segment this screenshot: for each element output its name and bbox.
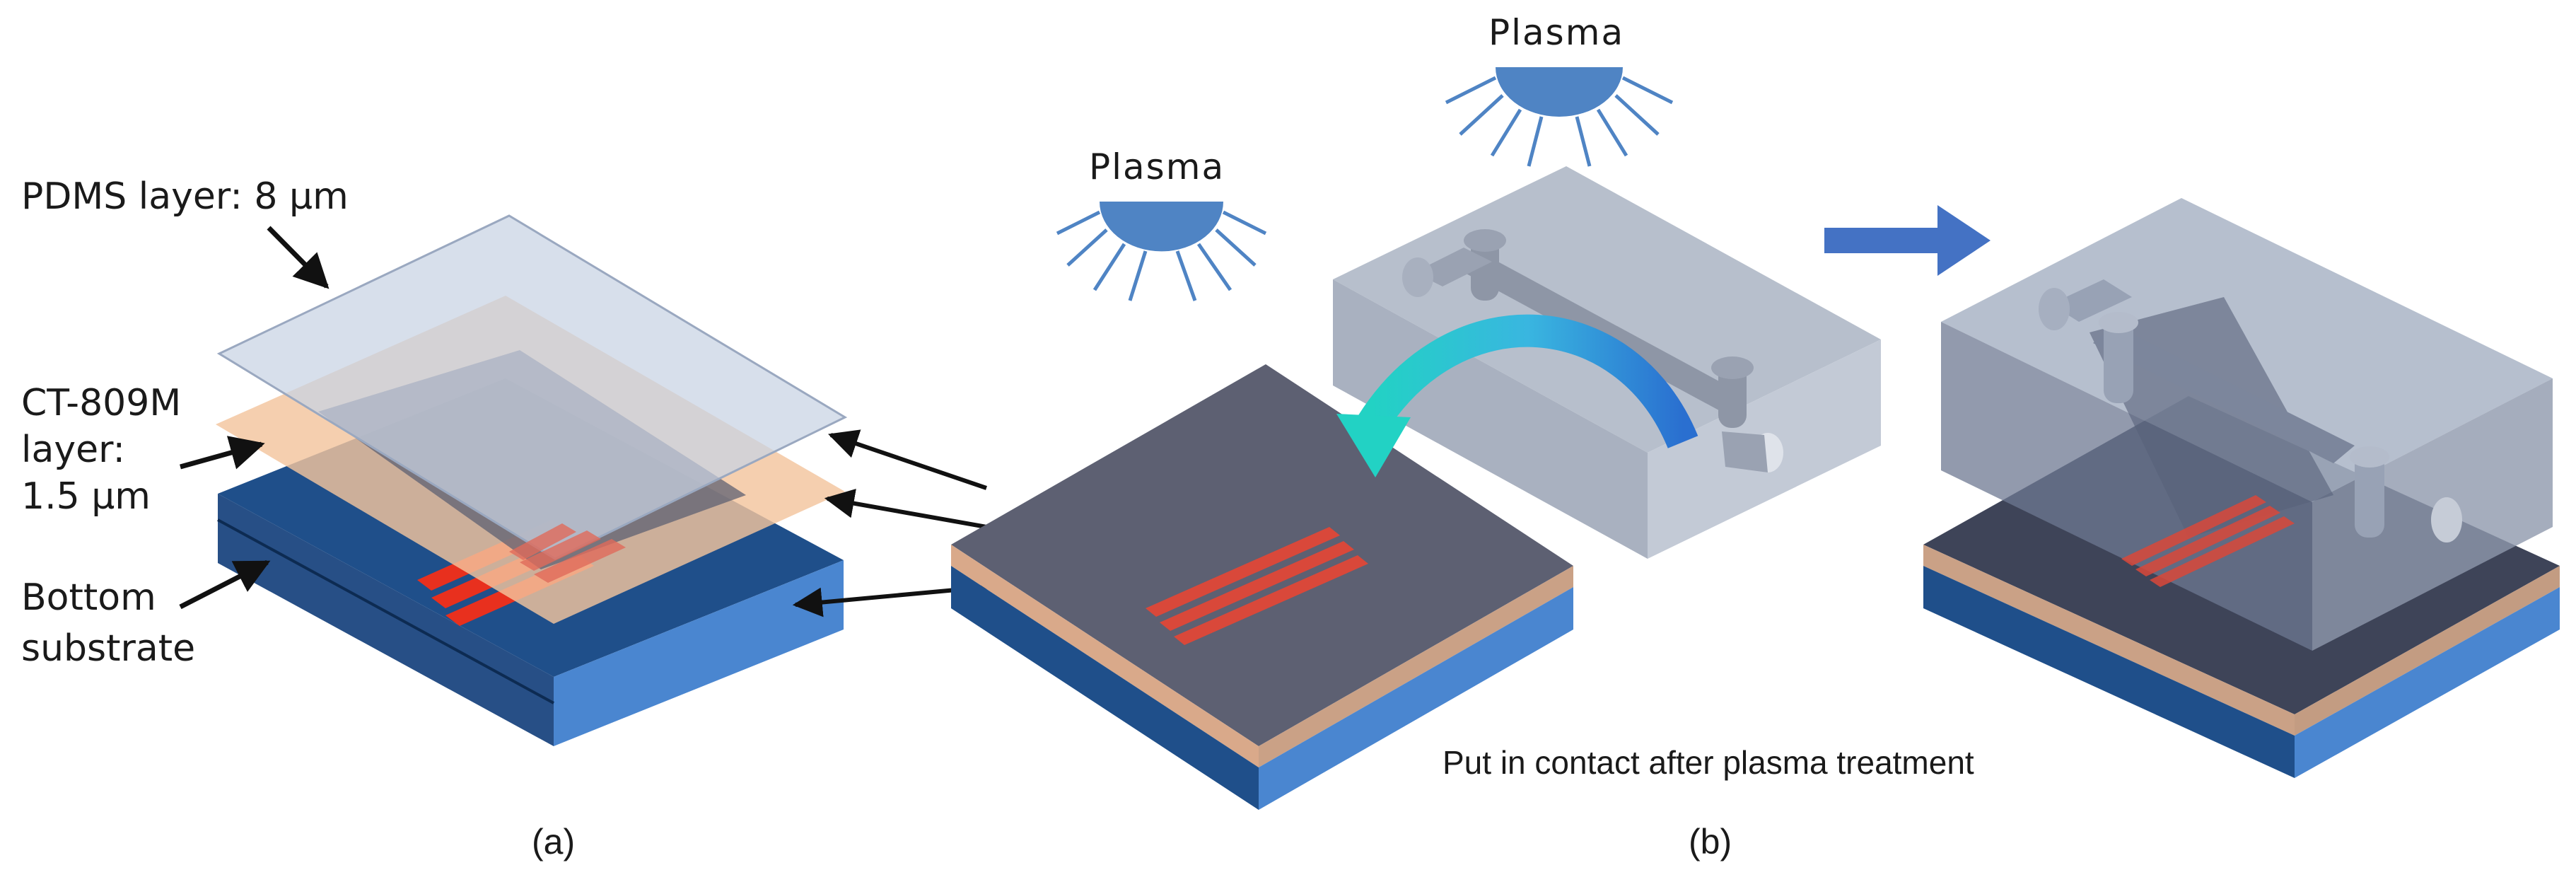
final-device bbox=[1923, 198, 2560, 778]
plasma-lamp-left bbox=[1056, 202, 1267, 301]
plasma-lamp-top bbox=[1445, 67, 1674, 167]
panel-a-stack bbox=[216, 214, 848, 746]
pdms-layer bbox=[216, 214, 848, 560]
panel-label-a: (a) bbox=[532, 822, 576, 861]
plasma-label-top: Plasma bbox=[1488, 12, 1625, 53]
ct809m-label-line3: 1.5 μm bbox=[21, 475, 151, 518]
pdms-mold bbox=[1333, 166, 1881, 559]
bonded-device-middle bbox=[951, 364, 1573, 810]
bottom-substrate-label-line1: Bottom bbox=[21, 576, 156, 619]
panel-label-b: (b) bbox=[1689, 822, 1732, 861]
bottom-substrate-label-line2: substrate bbox=[21, 627, 196, 670]
plasma-label-left: Plasma bbox=[1089, 146, 1225, 187]
ct809m-label-line2: layer: bbox=[21, 429, 126, 471]
label-arrows-a bbox=[179, 226, 330, 610]
caption-b: Put in contact after plasma treatment bbox=[1443, 744, 1974, 781]
flip-arrow bbox=[1336, 314, 1698, 477]
process-arrow bbox=[1824, 205, 1991, 276]
ct809m-label-line1: CT-809M bbox=[21, 382, 182, 424]
electrodes-pdms bbox=[509, 523, 626, 583]
pdms-layer-label: PDMS layer: 8 μm bbox=[21, 175, 349, 218]
